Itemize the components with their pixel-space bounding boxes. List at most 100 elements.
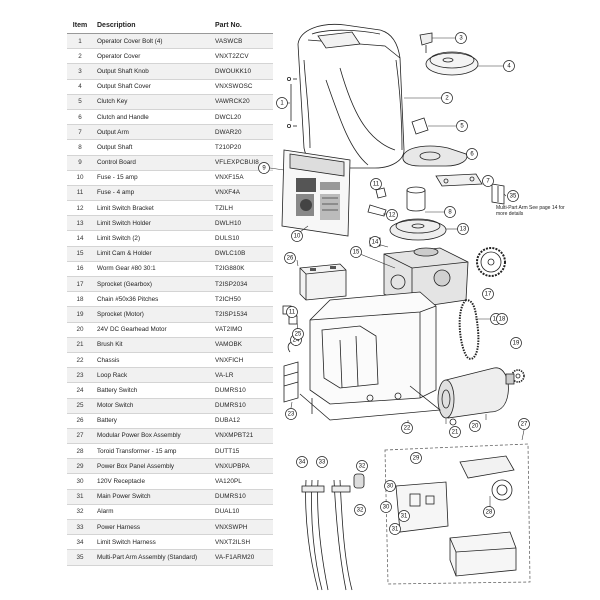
callout-bubble: 12 bbox=[386, 209, 398, 221]
multi-part-arm-note: Multi-Part Arm See page 14 for more deta… bbox=[496, 205, 565, 217]
item-description: Worm Gear #80 30:1 bbox=[97, 265, 156, 273]
chassis-drawing bbox=[299, 291, 442, 421]
item-number: 28 bbox=[76, 447, 84, 455]
callout-number: 28 bbox=[486, 509, 493, 515]
table-row: 27 Modular Power Box Assembly VNXMPBT21 bbox=[67, 428, 273, 445]
gearbox-sprocket-drawing bbox=[476, 247, 506, 277]
callout-number: 31 bbox=[392, 526, 399, 532]
item-number: 7 bbox=[78, 128, 82, 136]
output-shaft-drawing bbox=[406, 186, 426, 212]
callout-bubble: 11 bbox=[286, 306, 298, 318]
callout-bubble: 1 bbox=[276, 97, 288, 109]
part-number: DWLC10B bbox=[215, 250, 246, 258]
item-description: Operator Cover Bolt (4) bbox=[97, 37, 163, 45]
item-number: 30 bbox=[76, 478, 84, 486]
item-description: Modular Power Box Assembly bbox=[97, 432, 181, 440]
item-number: 9 bbox=[78, 159, 82, 167]
callout-bubble: 27 bbox=[518, 418, 530, 430]
part-number: VA120PL bbox=[215, 478, 242, 486]
part-number: VASWCB bbox=[215, 37, 243, 45]
callout-bubble: 5 bbox=[456, 120, 468, 132]
callout-number: 26 bbox=[287, 255, 294, 261]
callout-bubble: 29 bbox=[410, 452, 422, 464]
power-box-assembly-drawing bbox=[384, 443, 531, 585]
callout-number: 4 bbox=[507, 63, 511, 69]
part-number: VAT2IMO bbox=[215, 326, 243, 334]
part-number: VNXMPBT21 bbox=[215, 432, 254, 440]
item-number: 17 bbox=[76, 280, 84, 288]
item-description: Control Board bbox=[97, 159, 136, 167]
callout-number: 7 bbox=[486, 178, 490, 184]
part-number: DUMRS10 bbox=[215, 493, 246, 501]
part-number: T2IG880K bbox=[215, 265, 245, 273]
part-number: VNXF4A bbox=[215, 189, 241, 197]
item-description: Multi-Part Arm Assembly (Standard) bbox=[97, 553, 198, 561]
item-number: 16 bbox=[76, 265, 84, 273]
item-number: 33 bbox=[76, 523, 84, 531]
clutch-handle-drawing bbox=[402, 145, 468, 167]
item-description: Loop Rack bbox=[97, 371, 128, 379]
callout-number: 8 bbox=[448, 209, 452, 215]
item-number: 34 bbox=[76, 538, 84, 546]
callouts: 1234567891011121314151617181920212223242… bbox=[258, 32, 530, 535]
item-description: Output Shaft Cover bbox=[97, 83, 151, 91]
item-description: Toroid Transformer - 15 amp bbox=[97, 447, 177, 455]
callout-bubble: 31 bbox=[389, 523, 401, 535]
part-number: VNXF15A bbox=[215, 174, 244, 182]
part-number: VNXT2ILSH bbox=[215, 538, 251, 546]
table-row: 16 Worm Gear #80 30:1 T2IG880K bbox=[67, 262, 273, 277]
item-description: Alarm bbox=[97, 508, 114, 516]
part-number: T210P20 bbox=[215, 143, 242, 151]
battery-drawing bbox=[299, 263, 347, 301]
callout-number: 6 bbox=[470, 151, 474, 157]
item-description: Operator Cover bbox=[97, 52, 141, 60]
item-description: Power Box Panel Assembly bbox=[97, 462, 174, 470]
callout-number: 1 bbox=[280, 100, 284, 106]
part-number: VA-F1ARM20 bbox=[215, 553, 255, 561]
callout-bubble: 6 bbox=[466, 148, 478, 160]
callout-bubble: 10 bbox=[291, 230, 303, 242]
item-description: 24V DC Gearhead Motor bbox=[97, 326, 167, 334]
item-number: 19 bbox=[76, 310, 84, 318]
callout-number: 10 bbox=[294, 233, 301, 239]
part-number: VA-LR bbox=[215, 371, 234, 379]
part-number: DULS10 bbox=[215, 235, 240, 243]
loop-rack-drawing bbox=[283, 341, 299, 403]
callout-number: 25 bbox=[295, 331, 302, 337]
callout-bubble: 4 bbox=[503, 60, 515, 72]
output-shaft-cover-drawing bbox=[425, 51, 479, 76]
callout-bubble: 17 bbox=[482, 288, 494, 300]
part-number: DUMRS10 bbox=[215, 402, 246, 410]
header-item: Item bbox=[72, 22, 88, 29]
item-description: Clutch Key bbox=[97, 98, 128, 106]
callout-number: 32 bbox=[357, 507, 364, 513]
item-description: Limit Switch (2) bbox=[97, 235, 141, 243]
callout-bubble: 30 bbox=[384, 480, 396, 492]
chain-drawing bbox=[458, 298, 480, 360]
item-description: Output Shaft bbox=[97, 143, 133, 151]
item-number: 27 bbox=[76, 432, 84, 440]
callout-number: 18 bbox=[499, 316, 506, 322]
item-description: Fuse - 4 amp bbox=[97, 189, 135, 197]
callout-bubble: 35 bbox=[507, 190, 519, 202]
callout-number: 24 bbox=[293, 337, 300, 343]
callout-bubble: 33 bbox=[316, 456, 328, 468]
callout-bubble: 32 bbox=[356, 460, 368, 472]
part-number: VNXSWOSC bbox=[215, 83, 253, 91]
